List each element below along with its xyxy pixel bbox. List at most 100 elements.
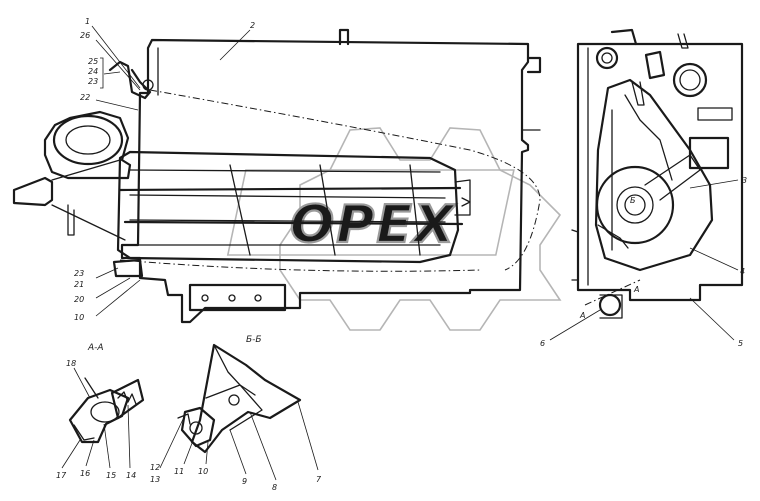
- leader-14: [127, 404, 131, 469]
- leader-9: [229, 429, 247, 475]
- deflector-edge: [213, 344, 256, 396]
- deflector-plate: [190, 343, 302, 454]
- leader-7: [297, 401, 319, 471]
- housing-flange: [52, 114, 124, 166]
- callout-13: 13: [150, 475, 160, 484]
- exhaust-body: [51, 159, 126, 241]
- inlet-pipe: [108, 60, 152, 100]
- callout-8: 8: [272, 483, 277, 492]
- leader-4: [689, 247, 739, 271]
- leader-26: [95, 39, 141, 91]
- leader-11: [183, 437, 195, 465]
- callout-9: 9: [242, 477, 247, 486]
- rotor-hub: [616, 186, 654, 224]
- leader-22: [95, 99, 139, 111]
- leader-lines: [61, 25, 739, 481]
- section-bb-label: Б-Б: [246, 335, 262, 345]
- callout-12: 12: [150, 463, 160, 472]
- leader-20: [95, 277, 131, 299]
- port-left: [595, 46, 619, 70]
- hidden-contour-lower: [119, 259, 481, 272]
- rotor-disc: [595, 165, 675, 245]
- port-left-inner: [601, 52, 613, 64]
- leader-2: [219, 29, 251, 61]
- bracket-hole: [228, 294, 236, 302]
- exhaust-pipe: [12, 176, 54, 207]
- leader-23-21: [95, 267, 119, 279]
- exchanger-tubes: [118, 186, 464, 226]
- marker-b: Б: [630, 196, 636, 205]
- callout-18: 18: [66, 359, 76, 368]
- watermark-text: OPEX: [290, 195, 457, 255]
- valve-stem: [84, 377, 99, 399]
- front-housing: [43, 110, 132, 180]
- watermark-gear-icon: [279, 127, 562, 331]
- callout-16: 16: [80, 469, 90, 478]
- callout-24: 24: [88, 67, 98, 76]
- actuator-block: [180, 406, 216, 448]
- leader-15: [103, 423, 111, 469]
- actuator-pin: [189, 421, 203, 435]
- leader-1: [91, 25, 141, 89]
- valve-seat: [90, 401, 120, 423]
- pipe-clamp: [142, 79, 154, 91]
- callout-26: 26: [80, 31, 90, 40]
- watermark-frame: [226, 169, 515, 256]
- leader-10: [95, 279, 141, 317]
- callout-7: 7: [316, 475, 322, 484]
- housing-bore: [65, 125, 111, 155]
- exchanger-core: [116, 150, 460, 264]
- bracket-hole: [201, 294, 209, 302]
- callout-bracket: [100, 57, 104, 89]
- end-top-pin: [677, 33, 689, 49]
- callout-21: 21: [74, 280, 84, 289]
- leader-8: [249, 411, 277, 481]
- link-rod: [597, 224, 629, 249]
- rotor-shaft: [624, 194, 646, 216]
- section-aa-label: A-A: [87, 343, 104, 353]
- section-line-a: [584, 279, 641, 306]
- right-fitting: [526, 56, 542, 74]
- valve-base: [73, 424, 95, 441]
- callout-5: 5: [738, 339, 743, 348]
- actuator-screw: [177, 413, 191, 425]
- end-top-pipe: [610, 28, 638, 46]
- callout-23: 23: [88, 77, 98, 86]
- port-right: [672, 62, 708, 98]
- port-right-inner: [679, 69, 701, 91]
- callout-6: 6: [540, 339, 545, 348]
- callout-4: 4: [740, 267, 745, 276]
- exchanger-dividers: [229, 164, 421, 256]
- callout-23b: 23: [74, 269, 84, 278]
- inspection-cover: [688, 136, 730, 170]
- deflector-bolt: [228, 394, 240, 406]
- leader-3: [689, 179, 739, 189]
- exchanger-ribs: [129, 169, 446, 246]
- callout-14: 14: [126, 471, 136, 480]
- lower-fitting: [112, 258, 144, 278]
- side-view: [12, 28, 542, 324]
- tube-return: [454, 179, 471, 216]
- drain-plug-body: [599, 294, 623, 319]
- leader-6: [549, 309, 601, 341]
- leader-18: [73, 367, 91, 399]
- hidden-contour: [149, 89, 541, 271]
- drive-arm: [644, 154, 701, 201]
- valve-spring: [117, 391, 137, 405]
- callout-15: 15: [106, 471, 116, 480]
- drain-plug: [598, 293, 622, 317]
- top-fitting: [338, 28, 350, 46]
- valve-spring-cage: [110, 378, 145, 420]
- section-a-a: A-A: [68, 343, 145, 444]
- end-view-body: [576, 42, 744, 302]
- callouts: 1 26 25 24 23 22 2 3 4 5 6 23 21 20 10 1…: [56, 17, 747, 492]
- leader-10b: [205, 441, 209, 465]
- leader-16: [85, 439, 95, 467]
- drain-fitting: [67, 204, 75, 236]
- callout-10b: 10: [198, 467, 208, 476]
- callout-17: 17: [56, 471, 67, 480]
- callout-25: 25: [88, 57, 98, 66]
- callout-3: 3: [742, 176, 747, 185]
